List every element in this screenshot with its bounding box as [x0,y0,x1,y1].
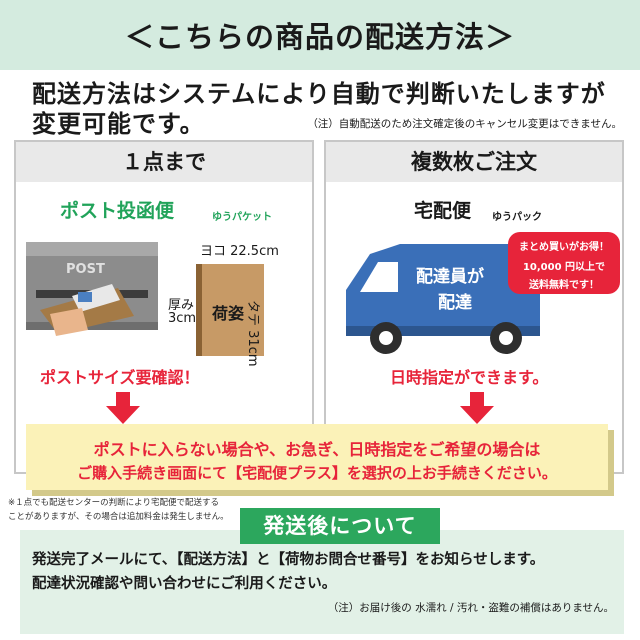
banner-line-2: ご購入手続き画面にて【宅配便プラス】を選択の上お手続きください。 [77,464,557,482]
post-method-title: ポスト投函便 [60,200,175,222]
lead-line-1: 配送方法はシステムにより自動で判断いたしますが [32,80,606,108]
cancel-note: （注）自動配送のため注文確定後のキャンセル変更はできません。 [307,118,622,130]
mailbox-label: POST [66,262,105,277]
dimension-width: ヨコ 22.5cm [200,244,279,259]
footnote-line-2: ことがありますが、その場合は追加料金は発生しません。 [8,512,229,522]
courier-plus-banner [26,424,608,490]
dimension-thickness-label: 厚み [168,298,195,313]
down-arrow-icon [460,392,494,424]
footnote-line-1: ※１点でも配送センターの判断により宅配便で配送する [8,498,219,508]
after-line-2: 配達状況確認や問い合わせにご利用ください。 [32,576,337,592]
parcel-box [196,264,264,356]
date-time-feature: 日時指定ができます。 [390,368,549,387]
courier-method-title: 宅配便 [414,200,472,222]
header-bar [0,0,640,70]
free-shipping-badge [508,232,620,294]
mailbox-icon [26,242,158,336]
truck-text-line-1: 配達員が [416,267,484,287]
promo-line-2: 10,000 円以上で [522,262,606,273]
after-shipping-tag: 発送後について [240,508,440,544]
compensation-note: （注）お届け後の 水濡れ / 汚れ・盗難の補償はありません。 [327,602,614,614]
promo-line-3: 送料無料です！ [529,280,599,291]
delivery-truck-icon [346,244,540,354]
down-arrow-icon [106,392,140,424]
after-line-1: 発送完了メールにて、【配送方法】と【荷物お問合せ番号】をお知らせします。 [32,552,545,568]
truck-text-line-2: 配達 [438,293,472,313]
post-method-sub: ゆうパケット [212,212,272,223]
promo-line-1: まとめ買いがお得！ [519,242,609,253]
banner-line-1: ポストに入らない場合や、お急ぎ、日時指定をご希望の場合は [93,440,541,459]
lead-line-2: 変更可能です。 [32,110,205,138]
right-panel-heading: 複数枚ご注文 [326,142,622,182]
post-size-warning: ポストサイズ要確認！ [40,368,200,387]
page-title: ＜こちらの商品の配送方法＞ [124,20,515,54]
dimension-thickness-value: 3cm [168,311,197,326]
dimension-height: タテ 31cm [245,300,260,367]
after-shipping-box [20,530,624,634]
courier-method-sub: ゆうパック [492,212,542,223]
left-panel-heading: １点まで [16,142,312,182]
parcel-label: 荷姿 [212,304,245,323]
